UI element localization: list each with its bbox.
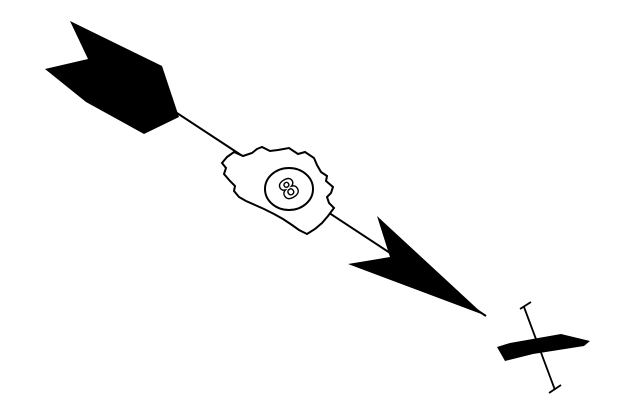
arrowhead-icon (348, 216, 484, 315)
symbol-group: 8 (45, 21, 590, 393)
north-tick-top (520, 302, 531, 309)
arrow-fletching-icon (45, 21, 179, 134)
north-tick-bottom (549, 385, 561, 393)
